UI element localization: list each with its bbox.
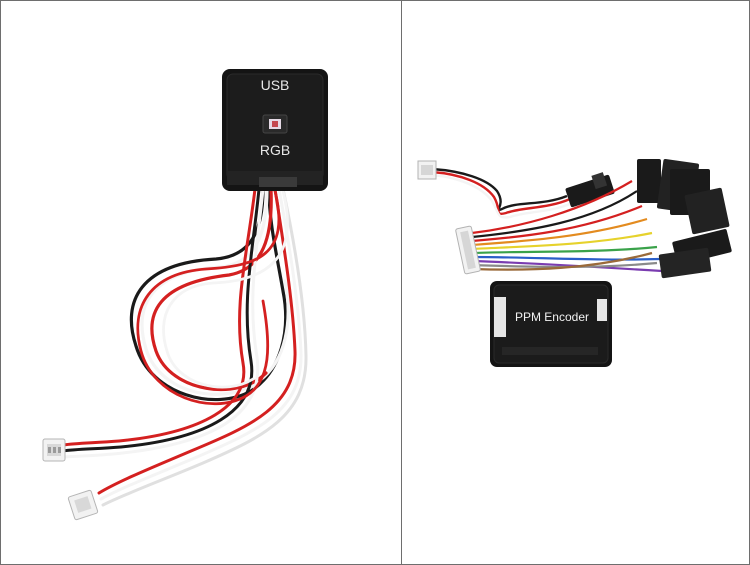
servo-plug-single	[565, 172, 615, 208]
jst-connector-2	[67, 489, 99, 521]
rgb-led-module-photo: USB RGB	[42, 69, 328, 521]
ppm-encoder-case: PPM Encoder	[490, 281, 612, 367]
led-module-case: USB RGB	[222, 69, 328, 191]
rainbow-harness	[471, 180, 663, 273]
panel-divider	[401, 1, 402, 564]
signal-cable	[431, 167, 573, 219]
jst-connector-1	[42, 438, 66, 462]
rgb-label: RGB	[260, 142, 290, 158]
ppm-encoder-photo: PPM Encoder	[417, 158, 732, 367]
small-jst-connector	[417, 160, 437, 180]
usb-label: USB	[261, 77, 290, 93]
cable-loop	[61, 187, 308, 507]
right-photo-panel: PPM Encoder	[402, 1, 749, 564]
multi-pin-connector	[455, 225, 481, 275]
left-photo-panel: USB RGB	[1, 1, 401, 564]
servo-plug-cluster	[637, 158, 732, 279]
ppm-encoder-label: PPM Encoder	[515, 310, 589, 324]
